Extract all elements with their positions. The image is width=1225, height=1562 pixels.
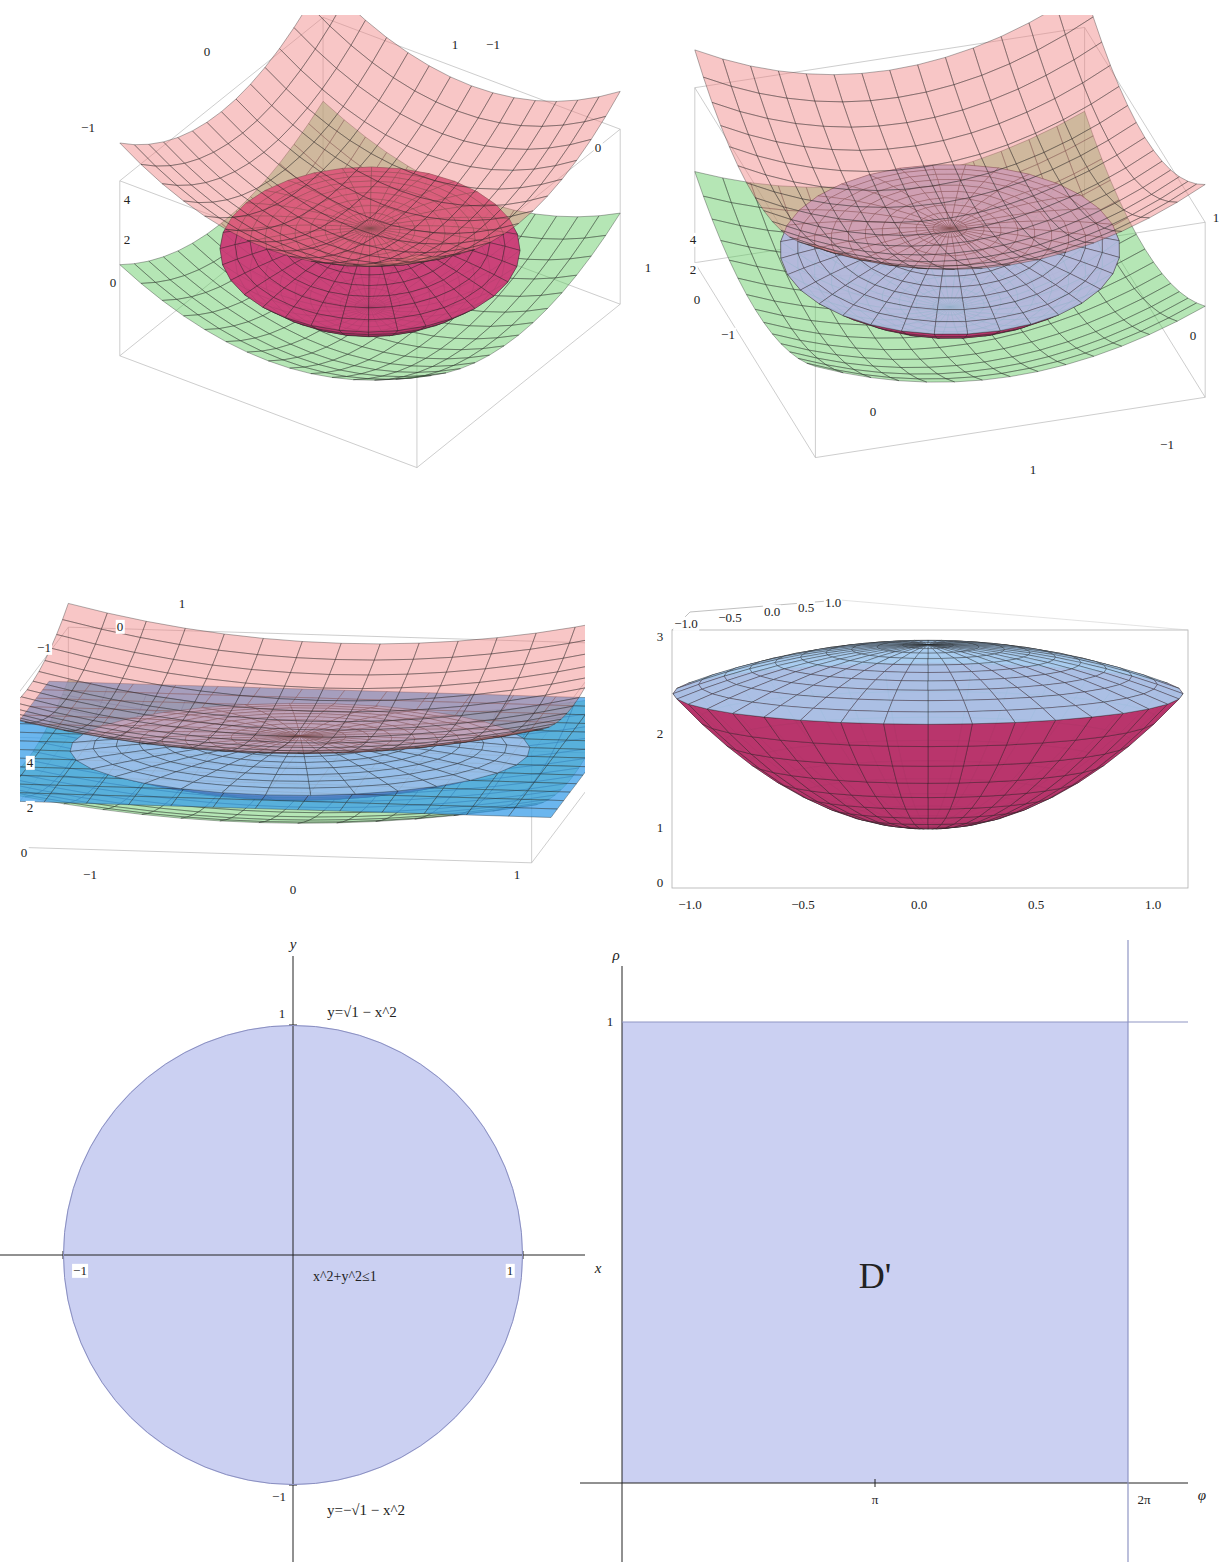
mesh-cell — [141, 282, 177, 300]
plot-box — [417, 304, 620, 467]
mesh-cell — [807, 363, 843, 373]
plot-box — [417, 129, 620, 292]
plot-box — [815, 397, 1205, 457]
mesh-cell — [205, 216, 241, 231]
mesh-cell — [570, 235, 606, 259]
mesh-cell — [995, 313, 1031, 331]
plot-box — [1205, 222, 1206, 397]
mesh-cell — [290, 367, 326, 374]
mesh-cell — [120, 143, 156, 166]
mesh-cell — [352, 274, 370, 286]
mesh-cell — [966, 319, 1000, 334]
mesh-cell — [937, 298, 964, 310]
mesh-cell — [1085, 343, 1122, 356]
plot-box — [120, 17, 323, 180]
mesh-cell — [396, 376, 432, 380]
mesh-cell — [1169, 303, 1206, 321]
mesh-cell — [541, 275, 577, 295]
mesh-cell — [454, 243, 490, 255]
mesh-cell — [368, 319, 397, 333]
mesh-cell — [921, 275, 942, 287]
mesh-cell — [342, 307, 369, 320]
mesh-cell — [835, 370, 872, 378]
surface-plot — [120, 15, 620, 468]
mesh-cell — [863, 374, 899, 380]
surface-plot — [695, 15, 1205, 458]
plot-box — [119, 181, 120, 356]
mesh-cell — [395, 314, 426, 330]
mesh-cell — [184, 201, 220, 218]
mesh-cell — [936, 310, 966, 322]
mesh-cell — [695, 172, 732, 203]
mesh-cell — [339, 318, 368, 332]
mesh-cell — [311, 314, 342, 330]
mesh-cell — [290, 256, 326, 263]
plot-box — [620, 129, 621, 304]
mesh-cell — [162, 299, 198, 315]
mesh-cell — [162, 184, 198, 203]
mesh-cell — [798, 358, 834, 369]
mesh-cell — [345, 295, 369, 308]
mesh-cell — [939, 287, 962, 298]
mesh-cell — [871, 313, 907, 331]
mesh-cell — [247, 240, 283, 251]
mesh-cell — [512, 308, 548, 325]
mesh-cell — [941, 276, 961, 287]
plot-box — [120, 181, 417, 293]
mesh-cell — [526, 293, 562, 312]
mesh-cell — [1141, 318, 1177, 335]
mesh-cell — [268, 360, 304, 368]
mesh-cell — [468, 234, 504, 248]
mesh-cell — [184, 315, 220, 330]
mesh-cell — [585, 213, 621, 238]
mesh-cell — [205, 329, 241, 342]
mesh-cell — [425, 369, 461, 376]
mesh-cell — [439, 363, 475, 372]
mesh-cell — [247, 351, 283, 361]
mesh-cell — [369, 274, 387, 285]
mesh-cell — [902, 319, 936, 334]
mesh-cell — [1030, 362, 1067, 372]
mesh-cell — [555, 256, 591, 278]
mesh-cell — [226, 341, 262, 352]
mesh-cell — [1057, 353, 1093, 365]
mesh-cell — [396, 255, 432, 262]
mesh-cell — [369, 285, 390, 297]
plot-box — [120, 356, 417, 468]
mesh-cell — [348, 285, 369, 297]
mesh-cell — [1113, 331, 1150, 346]
plot-box — [323, 192, 620, 304]
mesh-cell — [934, 322, 967, 335]
mesh-cell — [226, 229, 262, 242]
mesh-cell — [934, 334, 967, 337]
mesh-cell — [120, 264, 156, 284]
mesh-cell — [369, 307, 395, 320]
mesh-cell — [268, 249, 304, 258]
mesh-cell — [369, 296, 392, 308]
plot-box — [323, 17, 620, 129]
plot-box — [120, 192, 323, 355]
mesh-cell — [483, 224, 519, 240]
mesh-cell — [141, 164, 177, 185]
mesh-cell — [420, 308, 452, 326]
